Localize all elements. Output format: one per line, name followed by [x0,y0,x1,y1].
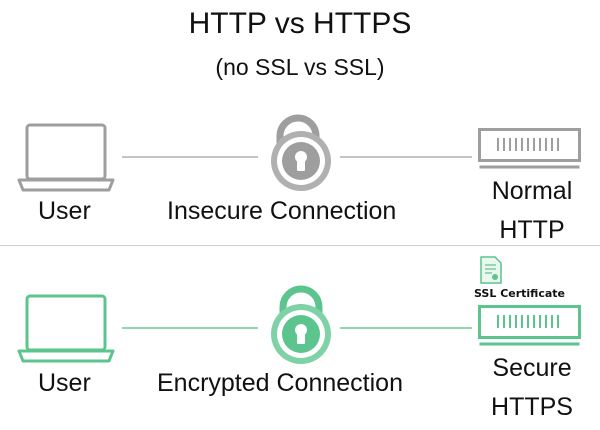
connection-line-right [340,327,472,329]
certificate-icon [480,256,502,284]
diagram-subtitle: (no SSL vs SSL) [215,54,385,80]
row-divider [0,245,600,246]
connection-line-left [122,327,258,329]
closed-padlock-icon [271,285,331,364]
connection-label: Encrypted Connection [157,369,403,397]
laptop-icon [17,123,115,192]
user-label: User [38,369,91,397]
open-padlock-icon [271,114,331,191]
connection-line-left [122,156,258,158]
server-label-line1: Normal [491,177,573,205]
user-label: User [38,197,91,225]
diagram-title: HTTP vs HTTPS [188,7,412,40]
connection-line-right [340,156,472,158]
server-label-line1: Secure [492,354,572,382]
server-label-line2: HTTP [499,216,565,244]
server-icon [478,305,581,346]
server-label-line2: HTTPS [491,393,573,421]
connection-label: Insecure Connection [167,197,397,225]
certificate-label: SSL Certificate [474,287,565,300]
laptop-icon [17,294,115,363]
server-icon [478,128,581,169]
